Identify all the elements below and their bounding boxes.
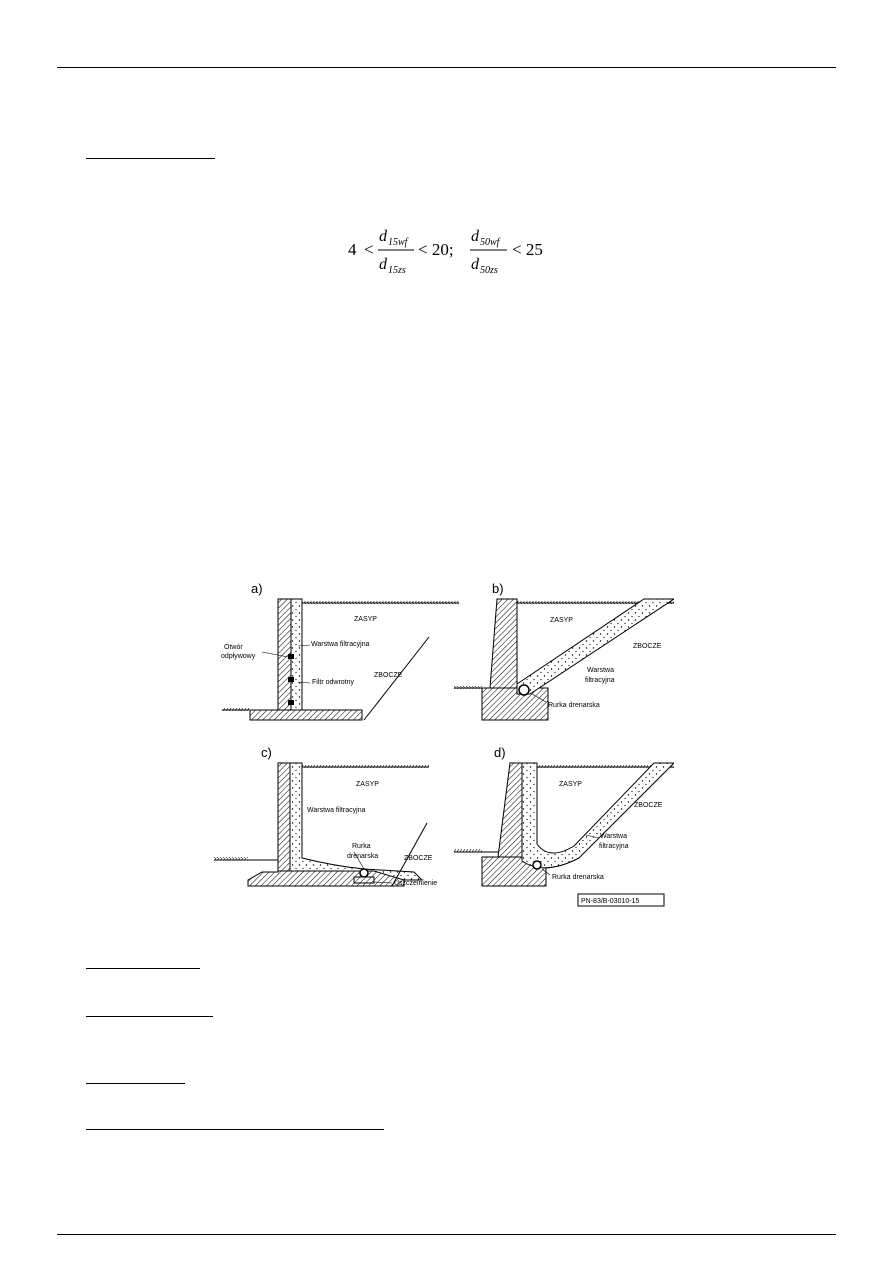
zasyp-label: ZASYP <box>559 781 582 788</box>
panel-c: c) ZASYP ZBOCZE Warstwa filtracyjna Rurk… <box>214 745 437 887</box>
footer-rule <box>57 1234 836 1235</box>
section-heading-underline <box>86 1083 185 1084</box>
header-rule <box>57 67 836 68</box>
wall-foundation <box>249 709 363 721</box>
section-heading-underline <box>86 1129 384 1130</box>
formula-den1-sub: 15zs <box>388 265 406 276</box>
zasyp-label: ZASYP <box>354 616 377 623</box>
formula-lt: < <box>364 240 374 259</box>
zbocze-label: ZBOCZE <box>374 672 403 679</box>
figure-code-box <box>577 893 665 907</box>
retaining-wall <box>497 762 523 858</box>
panel-d-letter: d) <box>494 745 506 760</box>
formula-end: < 25 <box>512 240 543 259</box>
warstwa-label: Warstwa <box>600 833 627 840</box>
ground-surface <box>454 849 482 852</box>
formula-den1-d: d <box>379 256 388 273</box>
panel-b-letter: b) <box>492 581 504 596</box>
rurka-label: Rurka <box>352 843 371 850</box>
leader-line <box>531 693 547 703</box>
filter-layer <box>516 598 676 695</box>
leader-line <box>353 851 365 870</box>
slope-line <box>391 822 428 887</box>
leader-line <box>585 834 600 839</box>
formula-num2-sub: 50wf <box>480 237 501 248</box>
slope-line <box>363 636 430 721</box>
formula-mid: < 20; <box>418 240 454 259</box>
drain-opening <box>288 700 294 705</box>
drain-pipe <box>359 868 369 878</box>
leader-line <box>297 644 311 647</box>
filter-layer <box>289 762 424 881</box>
otwor-label: odpływowy <box>221 653 256 660</box>
leader-line <box>373 881 393 884</box>
warstwa-label: filtracyjna <box>585 677 615 684</box>
panel-c-letter: c) <box>261 745 272 760</box>
zasyp-label: ZASYP <box>550 617 573 624</box>
panel-d: d) ZASYP ZBOCZE Warstwa filtracyjna Rurk… <box>454 745 676 887</box>
zbocze-label: ZBOCZE <box>404 855 433 862</box>
zbocze-label: ZBOCZE <box>633 643 662 650</box>
ground-surface <box>214 857 248 860</box>
figure-code: PN-83/B-03010-15 <box>581 898 639 905</box>
uszczelnienie-label: Uszczelnienie <box>394 880 437 887</box>
formula-num1-sub: 15wf <box>388 237 409 248</box>
filter-criterion-formula: 4 < d 15wf d 15zs < 20; d 50wf d 50zs < … <box>336 218 566 282</box>
retaining-wall-drainage-figure: a) ZASYP ZBOCZE Otwór odpływowy Warstwa … <box>214 576 676 916</box>
section-heading-underline <box>86 158 215 159</box>
warstwa-label: Warstwa <box>587 667 614 674</box>
formula-num2-d: d <box>471 228 480 245</box>
retaining-wall <box>277 762 291 872</box>
formula-four: 4 <box>348 240 357 259</box>
panel-a: a) ZASYP ZBOCZE Otwór odpływowy Warstwa … <box>221 581 459 721</box>
warstwa-label: Warstwa filtracyjna <box>307 807 366 814</box>
zasyp-label: ZASYP <box>356 781 379 788</box>
leader-line <box>261 651 289 658</box>
panel-a-letter: a) <box>251 581 263 596</box>
warstwa-label: filtracyjna <box>599 843 629 850</box>
warstwa-label: Warstwa filtracyjna <box>311 641 370 648</box>
filter-layer <box>521 762 676 869</box>
wall-foundation <box>247 870 405 887</box>
drain-opening <box>288 677 294 682</box>
drain-pipe <box>532 860 542 870</box>
rurka-label: Rurka drenarska <box>548 702 600 709</box>
leader-line <box>297 681 311 684</box>
rurka-label: Rurka drenarska <box>552 874 604 881</box>
filtr-label: Filtr odwrotny <box>312 679 355 686</box>
section-heading-underline <box>86 968 200 969</box>
section-heading-underline <box>86 1016 213 1017</box>
formula-den2-sub: 50zs <box>480 265 498 276</box>
formula-num1-d: d <box>379 228 388 245</box>
rurka-label: drenarska <box>347 853 378 860</box>
drain-pipe <box>518 684 530 696</box>
otwor-label: Otwór <box>224 644 243 651</box>
drain-opening <box>288 654 294 659</box>
wall-foundation <box>481 687 549 721</box>
leader-line <box>541 868 551 876</box>
retaining-wall <box>489 598 518 689</box>
panel-b: b) ZASYP ZBOCZE Warstwa filtracyjna Rurk… <box>454 581 676 721</box>
zbocze-label: ZBOCZE <box>634 802 663 809</box>
seal <box>353 876 375 884</box>
formula-den2-d: d <box>471 256 480 273</box>
